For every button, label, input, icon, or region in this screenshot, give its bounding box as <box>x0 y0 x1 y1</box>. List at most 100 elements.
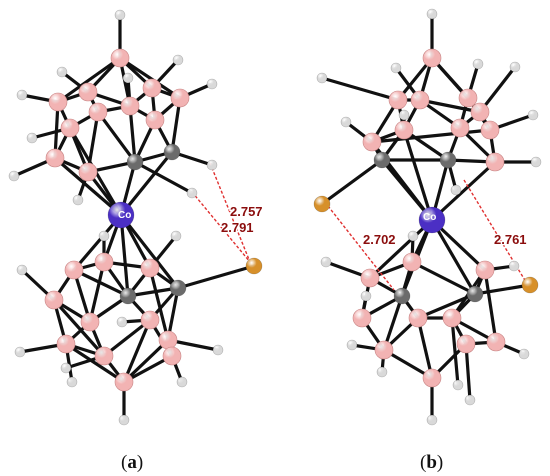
hydrogen-atom <box>206 159 218 171</box>
boron-atom <box>486 332 506 352</box>
hydrogen-atom <box>390 62 402 74</box>
boron-atom <box>394 120 414 140</box>
bond <box>473 283 532 296</box>
boron-atom <box>64 260 84 280</box>
carbon-atom <box>373 151 391 169</box>
boron-atom <box>114 372 134 392</box>
contact-line <box>327 205 395 291</box>
bond <box>320 76 400 102</box>
hydrogen-atom <box>398 109 410 121</box>
boron-atom <box>140 258 160 278</box>
bond <box>122 318 152 384</box>
boron-atom <box>410 90 430 110</box>
hydrogen-atom <box>56 66 68 78</box>
boron-atom <box>422 48 442 68</box>
boron-atom <box>158 330 178 350</box>
bond <box>96 110 137 164</box>
boron-atom <box>360 268 380 288</box>
hydrogen-atom <box>170 230 182 242</box>
bond <box>102 318 152 358</box>
boron-atom <box>388 90 408 110</box>
carbon-atom <box>466 285 484 303</box>
hydrogen-atom <box>118 414 130 426</box>
bond <box>483 268 498 344</box>
boron-atom <box>170 88 190 108</box>
bond <box>416 316 434 380</box>
cobalt-atom <box>107 201 135 229</box>
panel-b-atoms <box>313 8 542 426</box>
boron-atom <box>475 260 495 280</box>
panel-b-distance-label-2: 2.761 <box>494 232 527 247</box>
bond <box>410 260 477 296</box>
hydrogen-atom <box>14 346 26 358</box>
boron-atom <box>88 102 108 122</box>
boron-atom <box>458 88 478 108</box>
hydrogen-atom <box>450 184 462 196</box>
boron-atom <box>142 78 162 98</box>
panel-a-cobalt-label: Co <box>118 210 131 221</box>
hydrogen-atom <box>16 264 28 276</box>
boron-atom <box>145 110 165 130</box>
hydrogen-atom <box>452 379 464 391</box>
carbon-atom <box>169 279 187 297</box>
boron-atom <box>60 118 80 138</box>
panel-b-contact-lines <box>327 179 527 291</box>
hydrogen-atom <box>172 54 184 66</box>
hydrogen-atom <box>98 230 110 242</box>
bond <box>122 338 170 384</box>
panel-b-cobaltabisdicarbollide: 2.702 2.761 Co (b) <box>313 8 542 473</box>
hydrogen-atom <box>508 260 520 272</box>
bond <box>176 264 256 290</box>
cobalt-atom <box>418 206 446 234</box>
panel-b-caption: (b) <box>420 452 443 473</box>
boron-atom <box>374 340 394 360</box>
bond <box>370 128 492 144</box>
panel-a-atoms <box>8 9 263 426</box>
bond <box>119 213 180 290</box>
bond <box>119 213 130 298</box>
boron-atom <box>450 118 470 138</box>
panel-a-distance-label-2: 2.791 <box>221 220 254 235</box>
boron-atom <box>78 82 98 102</box>
carbon-atom <box>439 151 457 169</box>
bromine-atom <box>313 195 331 213</box>
bond <box>88 260 106 324</box>
bond <box>402 128 434 222</box>
panel-b-distance-label-1: 2.702 <box>363 232 396 247</box>
bond <box>450 316 460 387</box>
boron-atom <box>78 162 98 182</box>
boron-atom <box>352 308 372 328</box>
boron-atom <box>362 132 382 152</box>
hydrogen-atom <box>16 89 28 101</box>
boron-atom <box>140 310 160 330</box>
carbon-atom <box>119 287 137 305</box>
boron-atom <box>120 96 140 116</box>
panel-a-cobaltabisdicarbollide: 2.757 2.791 Co (a) <box>8 9 264 473</box>
contact-line <box>209 162 251 263</box>
bond <box>56 56 122 104</box>
bond <box>126 286 180 298</box>
bond <box>368 218 434 280</box>
boron-atom <box>110 48 130 68</box>
hydrogen-atom <box>426 414 438 426</box>
panel-b-cobalt-label: Co <box>423 212 436 223</box>
boron-atom <box>94 346 114 366</box>
boron-atom <box>408 308 428 328</box>
boron-atom <box>80 312 100 332</box>
panel-a-distance-label-1: 2.757 <box>230 204 263 219</box>
hydrogen-atom <box>114 9 126 21</box>
hydrogen-atom <box>60 362 72 374</box>
bond <box>430 160 497 222</box>
boron-atom <box>485 152 505 172</box>
contact-line <box>191 191 251 263</box>
bromine-atom <box>521 276 539 294</box>
hydrogen-atom <box>360 290 372 302</box>
hydrogen-atom <box>426 8 438 20</box>
boron-atom <box>56 334 76 354</box>
bond <box>382 294 404 352</box>
hydrogen-atom <box>527 109 539 121</box>
boron-atom <box>480 120 500 140</box>
bromine-atom <box>245 257 263 275</box>
hydrogen-atom <box>376 366 388 378</box>
